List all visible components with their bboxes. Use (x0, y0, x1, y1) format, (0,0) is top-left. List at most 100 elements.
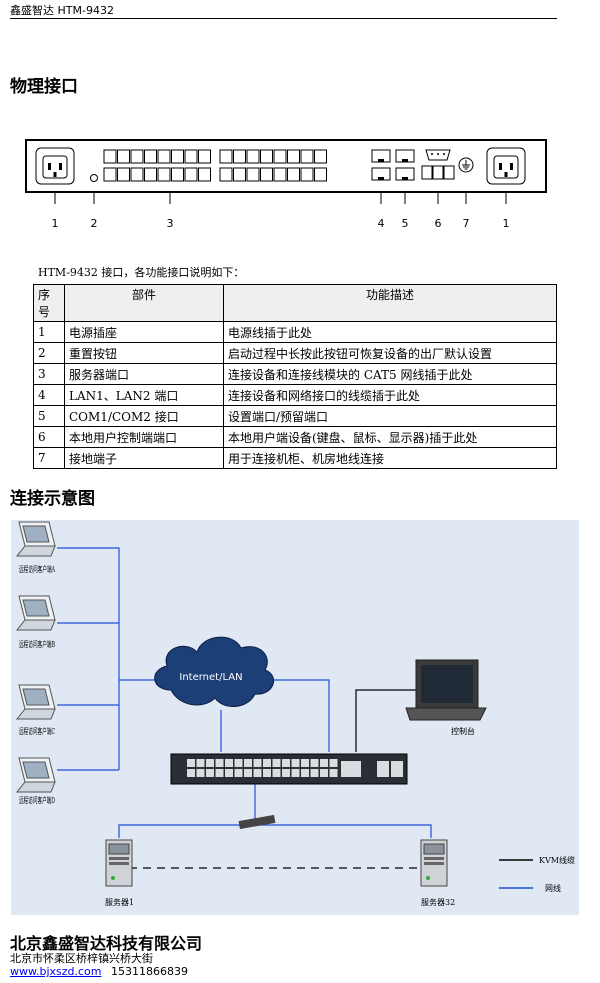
cell-function: 设置端口/预留端口 (223, 405, 557, 427)
client-d-label: 远程访问客户端D (19, 795, 55, 805)
switch-port-icon (225, 769, 233, 777)
table-header-row: 序号 部件 功能描述 (33, 284, 557, 322)
server-port-icon (233, 149, 246, 164)
connection-diagram: 远程访问客户端A 远程访问客户端B 远程访问客户端C 远程访问客户端D Inte… (11, 520, 579, 915)
lan-ports-icon (371, 149, 391, 181)
section-title-diagram: 连接示意图 (10, 489, 95, 509)
cell-index: 1 (33, 321, 65, 343)
switch-port-icon (282, 769, 290, 777)
callout-4: 4 (378, 217, 385, 230)
switch-port-icon (225, 759, 233, 767)
cell-part: 电源插座 (64, 321, 224, 343)
switch-port-icon (196, 769, 205, 777)
switch-port-icon (206, 769, 214, 777)
cable-connector-icon (238, 814, 276, 830)
cell-function: 用于连接机柜、机房地线连接 (223, 447, 557, 469)
console-monitor-icon (405, 659, 487, 721)
switch-port-icon (244, 759, 252, 767)
cell-part: 接地端子 (64, 447, 224, 469)
client-a-laptop-icon (16, 521, 56, 557)
cell-function: 启动过程中长按此按钮可恢复设备的出厂默认设置 (223, 342, 557, 364)
switch-port-icon (187, 769, 195, 777)
cell-part: 重置按钮 (64, 342, 224, 364)
switch-port-icon (253, 769, 262, 777)
cell-index: 6 (33, 426, 65, 448)
server-32-label: 服务器32 (421, 897, 455, 907)
footer-contact: www.bjxszd.com 15311866839 (10, 965, 188, 978)
cell-part: COM1/COM2 接口 (64, 405, 224, 427)
switch-port-icon (234, 759, 243, 767)
switch-port-icon (187, 759, 195, 767)
server-port-icon (246, 167, 260, 182)
switch-port-icon (253, 759, 262, 767)
server-port-icon (157, 167, 171, 182)
server-port-icon (144, 167, 157, 182)
cell-index: 3 (33, 363, 65, 385)
callout-3: 3 (167, 217, 174, 230)
col-header-part: 部件 (64, 284, 224, 322)
switch-port-icon (310, 769, 319, 777)
footer-website-link[interactable]: www.bjxszd.com (10, 965, 102, 978)
server-port-icon (246, 149, 260, 164)
callout-6: 6 (435, 217, 442, 230)
switch-port-icon (244, 769, 252, 777)
ground-terminal-icon (458, 157, 474, 173)
header-title: 鑫盛智达 HTM-9432 (10, 4, 114, 17)
server-port-icon (219, 149, 233, 164)
kvm-lines (129, 689, 421, 869)
section-title-interfaces: 物理接口 (10, 77, 78, 97)
cell-function: 电源线插于此处 (223, 321, 557, 343)
cell-index: 5 (33, 405, 65, 427)
col-header-index: 序号 (33, 284, 65, 322)
switch-port-icon (320, 759, 328, 767)
server-port-icon (300, 167, 314, 182)
switch-port-icon (206, 759, 214, 767)
server-port-icon (233, 167, 246, 182)
server-port-icon (287, 149, 300, 164)
switch-port-icon (320, 769, 328, 777)
server-port-icon (130, 149, 144, 164)
server-port-icon (314, 149, 327, 164)
cell-part: LAN1、LAN2 端口 (64, 384, 224, 406)
local-console-port-icon (421, 149, 455, 180)
footer-address: 北京市怀柔区桥梓镇兴桥大街 (10, 952, 153, 965)
legend-network-label: 网线 (545, 883, 561, 893)
client-b-label: 远程访问客户端B (19, 639, 55, 649)
server-port-icon (300, 149, 314, 164)
rear-panel-diagram: 1 2 3 4 5 6 7 1 (25, 139, 547, 230)
client-d-laptop-icon (16, 757, 56, 793)
internet-cloud-icon (154, 636, 275, 707)
console-label: 控制台 (451, 726, 475, 736)
client-c-label: 远程访问客户端C (19, 726, 55, 736)
server-32-icon (420, 839, 448, 887)
server-port-icon (184, 167, 198, 182)
switch-port-icon (215, 759, 224, 767)
switch-port-icon (291, 759, 300, 767)
switch-port-icon (310, 759, 319, 767)
server-port-icon (171, 167, 184, 182)
ports-table-intro: HTM-9432 接口，各功能接口说明如下： (38, 266, 245, 279)
server-1-label: 服务器1 (105, 897, 134, 907)
client-c-laptop-icon (16, 684, 56, 720)
server-port-icon (103, 167, 117, 182)
server-port-icon (117, 149, 130, 164)
switch-port-icon (234, 769, 243, 777)
callout-1-right: 1 (503, 217, 510, 230)
power-socket-left-icon (35, 147, 75, 185)
callout-1-left: 1 (52, 217, 59, 230)
switch-port-icon (215, 769, 224, 777)
com-ports-icon (395, 149, 415, 181)
server-ports-icon (103, 149, 327, 182)
callout-5: 5 (402, 217, 409, 230)
cell-index: 7 (33, 447, 65, 469)
server-port-icon (314, 167, 327, 182)
cell-index: 2 (33, 342, 65, 364)
header-divider (10, 18, 557, 19)
reset-button-icon (90, 174, 98, 182)
server-port-icon (184, 149, 198, 164)
